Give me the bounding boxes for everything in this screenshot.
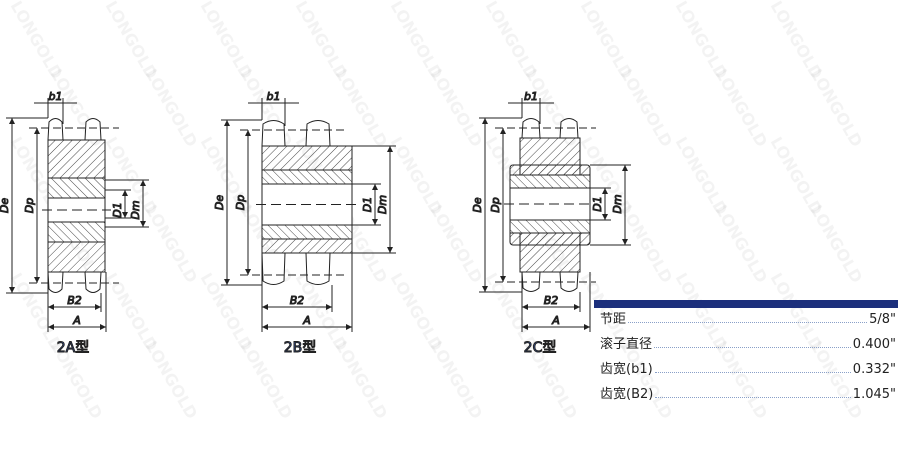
tooth — [305, 252, 331, 285]
spec-row-b2: 齿宽(B2)1.045" — [600, 387, 896, 402]
a-label: A — [72, 314, 81, 327]
spec-value: 0.400" — [852, 337, 896, 352]
d1-label: D1 — [591, 196, 604, 211]
type-label: 2B型 — [284, 340, 317, 356]
dp-label: Dp — [23, 198, 36, 213]
b2-label: B2 — [67, 294, 82, 307]
de-label: De — [0, 198, 11, 213]
tooth — [84, 118, 102, 141]
b2-label: B2 — [290, 294, 305, 307]
bushing-band — [261, 224, 353, 240]
bushing-band — [509, 174, 591, 189]
tooth — [261, 252, 286, 285]
d1-label: D1 — [361, 197, 374, 212]
dp-label: Dp — [234, 195, 247, 210]
spec-row-b1: 齿宽(b1)0.332" — [600, 362, 896, 377]
type-label: 2C型 — [524, 340, 557, 356]
d1-label: D1 — [111, 202, 124, 217]
tooth — [47, 271, 64, 293]
spec-value: 1.045" — [852, 387, 896, 402]
dm-label: Dm — [129, 200, 142, 219]
dot-leader — [654, 372, 851, 373]
type-label: 2A型 — [57, 340, 89, 356]
b2-label: B2 — [544, 294, 559, 307]
dot-leader — [655, 397, 851, 398]
tooth — [305, 120, 331, 147]
bushing-band — [261, 169, 353, 185]
tooth — [261, 120, 286, 147]
dm-label: Dm — [611, 194, 624, 213]
dot-leader — [628, 322, 868, 323]
spec-value: 5/8" — [869, 312, 896, 327]
a-label: A — [551, 314, 560, 327]
b1-label: b1 — [524, 90, 538, 103]
tooth — [47, 118, 64, 141]
dm-label: Dm — [376, 195, 389, 214]
tooth — [84, 271, 102, 293]
spec-header-bar — [594, 300, 898, 308]
b1-label: b1 — [49, 90, 63, 103]
dp-label: Dp — [489, 197, 502, 212]
b1-label: b1 — [267, 90, 281, 103]
de-label: De — [213, 195, 226, 210]
spec-value: 0.332" — [852, 362, 896, 377]
bushing-band — [509, 219, 591, 234]
bushing-band — [47, 221, 106, 243]
bushing-band — [47, 177, 106, 199]
dot-leader — [654, 347, 851, 348]
a-label: A — [302, 314, 311, 327]
de-label: De — [471, 197, 484, 212]
